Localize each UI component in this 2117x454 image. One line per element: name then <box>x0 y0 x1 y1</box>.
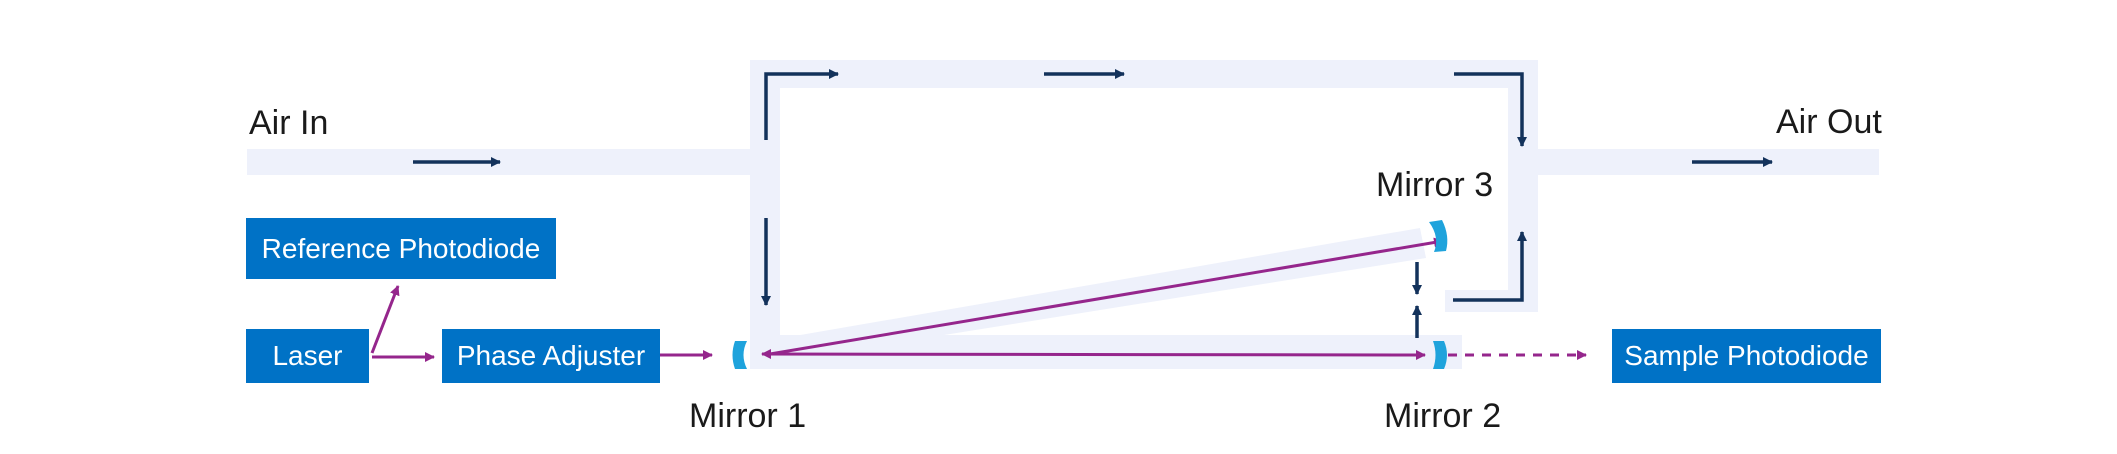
air-arrow-right-down <box>1454 72 1527 147</box>
phase-adjuster-box: Phase Adjuster <box>442 329 660 383</box>
beam-mirror-1-to-mirror-3 <box>769 237 1444 356</box>
laser-beams <box>370 237 1587 362</box>
reference-photodiode-box: Reference Photodiode <box>246 218 556 279</box>
mirror-1-label: Mirror 1 <box>689 397 807 435</box>
beam-laser-to-reference <box>370 285 400 354</box>
mirror-2-label: Mirror 2 <box>1384 397 1502 435</box>
air-out-label: Air Out <box>1776 103 1882 141</box>
air-arrow-right-up <box>1453 231 1527 302</box>
mirror-2-icon <box>1433 341 1447 369</box>
mirrors <box>732 220 1448 369</box>
air-duct <box>247 60 1879 369</box>
mirror-3-icon <box>1429 220 1448 252</box>
air-arrow-branch-up <box>764 69 839 140</box>
mirror-1-icon <box>732 341 747 369</box>
duct-top <box>750 60 1538 88</box>
beam-mirror-1-to-mirror-2 <box>761 349 1426 360</box>
air-in-label: Air In <box>249 104 329 142</box>
sample-photodiode-box: Sample Photodiode <box>1612 329 1881 383</box>
mirror-3-label: Mirror 3 <box>1376 166 1494 204</box>
duct-inlet <box>247 149 775 175</box>
laser-box: Laser <box>246 329 369 383</box>
air-flow-arrows <box>413 69 1773 338</box>
